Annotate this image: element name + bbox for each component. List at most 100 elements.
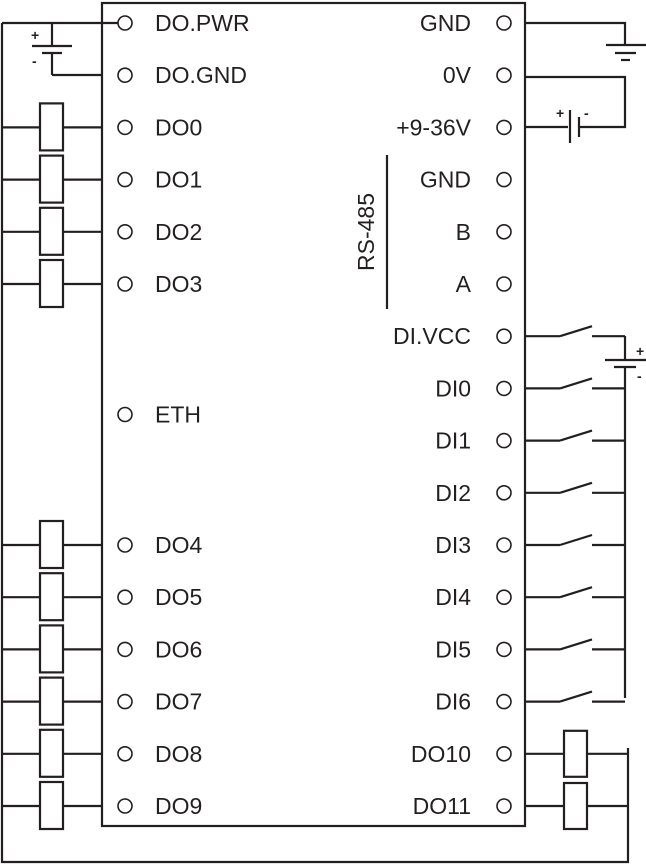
- terminal-screw-icon: [496, 119, 512, 136]
- terminal-label: DO3: [155, 271, 202, 297]
- relay-coil-icon: [38, 624, 65, 674]
- switch-contact-icon: [559, 429, 593, 442]
- rs485-group-label: RS-485: [353, 193, 379, 271]
- terminal-label: DI.VCC: [393, 323, 471, 349]
- terminal-label: DO4: [155, 532, 203, 558]
- relay-coil-do2: [2, 206, 102, 256]
- terminal-screw-icon: [496, 224, 512, 240]
- terminal-screw-icon: [117, 67, 133, 83]
- terminal-screw-icon: [496, 641, 512, 658]
- terminal-label: DO11: [413, 793, 471, 819]
- terminal-screw-icon: [117, 537, 133, 553]
- terminal-di-vcc: DI.VCC: [393, 323, 512, 349]
- switch-di0: [525, 377, 625, 390]
- do-supply-battery: + -: [2, 21, 118, 77]
- terminal-label: +9-36V: [396, 114, 471, 140]
- di-switches: [525, 325, 625, 703]
- terminal-label: 0V: [443, 62, 472, 88]
- terminal-screw-icon: [496, 432, 512, 449]
- terminal-screw-icon: [496, 745, 512, 762]
- terminal-label: ETH: [155, 402, 201, 428]
- terminal-screw-icon: [496, 380, 512, 397]
- battery-plus-sign: +: [636, 343, 644, 359]
- relay-coil-icon: [562, 781, 589, 831]
- terminal-screw-icon: [117, 589, 133, 606]
- terminal-do6: DO6: [117, 636, 202, 662]
- terminal-label: GND: [420, 167, 471, 193]
- relay-coil-icon: [38, 519, 65, 570]
- relay-coil-do1: [2, 154, 102, 204]
- terminal-label: DO0: [155, 114, 202, 140]
- switch-di5: [525, 638, 625, 651]
- terminal-screw-icon: [496, 276, 512, 292]
- battery-minus-sign: -: [584, 105, 589, 121]
- terminal-do0: DO0: [117, 114, 202, 140]
- battery-minus-sign: -: [637, 368, 642, 384]
- switch-di1: [525, 429, 625, 442]
- switch-di-vcc: [525, 325, 625, 338]
- terminal-rs485-a: A: [456, 271, 512, 297]
- terminal-do11: DO11: [413, 793, 512, 819]
- terminal-do-pwr: DO.PWR: [117, 10, 250, 36]
- switch-di3: [525, 533, 625, 547]
- terminal-do5: DO5: [117, 584, 202, 610]
- terminal-label: DO5: [155, 584, 202, 610]
- switch-di2: [525, 481, 625, 494]
- relay-coil-do8: [2, 728, 102, 778]
- terminal-rs485-b: B: [456, 219, 512, 245]
- terminal-screw-icon: [496, 67, 512, 83]
- terminal-gnd: GND: [420, 10, 512, 36]
- main-supply-battery: + -: [525, 75, 627, 143]
- terminal-label: DO1: [155, 167, 202, 193]
- left-relays: [2, 102, 102, 831]
- terminal-label: DI0: [435, 375, 471, 401]
- relay-coil-icon: [38, 780, 65, 831]
- terminal-screw-icon: [117, 224, 133, 240]
- relay-coil-do3: [2, 258, 102, 309]
- terminal-screw-icon: [117, 171, 133, 188]
- terminal-screw-icon: [496, 484, 512, 501]
- terminal-label: DI2: [435, 480, 471, 506]
- switch-contact-icon: [559, 377, 593, 390]
- terminal-label: DI3: [435, 532, 471, 558]
- terminal-label: DO10: [411, 741, 471, 767]
- terminal-label: DO6: [155, 636, 202, 662]
- switch-di4: [525, 586, 625, 599]
- terminal-eth: ETH: [117, 402, 201, 428]
- relay-coil-icon: [38, 102, 65, 152]
- terminal-screw-icon: [496, 328, 512, 345]
- terminal-label: B: [456, 219, 471, 245]
- left-terminals: DO.PWRDO.GNDDO0DO1DO2DO3ETHDO4DO5DO6DO7D…: [117, 10, 250, 819]
- di-supply-battery: + -: [605, 336, 646, 698]
- terminal-screw-icon: [496, 171, 512, 188]
- terminal-do3: DO3: [117, 271, 202, 297]
- terminal-di3: DI3: [435, 532, 512, 558]
- terminal-di4: DI4: [435, 584, 512, 610]
- switch-contact-icon: [559, 690, 593, 703]
- terminal-label: DO8: [155, 741, 202, 767]
- terminal-di2: DI2: [435, 480, 512, 506]
- right-relays: [525, 729, 628, 831]
- terminal-screw-icon: [117, 15, 133, 31]
- terminal-label: DI1: [435, 428, 471, 454]
- terminal-screw-icon: [496, 537, 512, 553]
- battery-plus-sign: +: [31, 27, 39, 43]
- module-body: [100, 1, 527, 828]
- terminal-screw-icon: [496, 798, 512, 814]
- relay-coil-do5: [2, 572, 102, 622]
- terminal-label: DO.GND: [155, 62, 247, 88]
- terminal-label: DO2: [155, 219, 202, 245]
- terminal-di1: DI1: [435, 428, 512, 454]
- terminal-screw-icon: [496, 693, 512, 710]
- terminal-screw-icon: [117, 745, 133, 762]
- switch-di6: [525, 690, 625, 703]
- relay-coil-icon: [38, 206, 65, 256]
- terminal-do8: DO8: [117, 741, 202, 767]
- terminal-label: DI5: [435, 636, 471, 662]
- switch-contact-icon: [559, 481, 593, 494]
- relay-coil-icon: [38, 676, 65, 726]
- switch-contact-icon: [559, 586, 593, 599]
- terminal-screw-icon: [117, 641, 133, 658]
- switch-contact-icon: [559, 325, 593, 338]
